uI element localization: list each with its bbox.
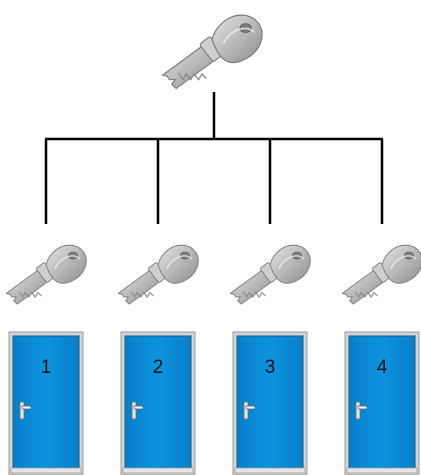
door-number: 1 — [41, 357, 52, 378]
key-icon — [229, 244, 311, 305]
door-3: 3 — [232, 331, 308, 475]
key-icon — [341, 244, 421, 305]
door-2: 2 — [120, 331, 196, 475]
door-handle-icon — [131, 401, 144, 420]
master-key-icon — [161, 14, 263, 90]
door-1: 1 — [8, 331, 84, 475]
door-number: 3 — [265, 357, 276, 378]
door-handle-icon — [19, 401, 32, 420]
door-handle-icon — [355, 401, 368, 420]
connector-tree — [44, 92, 384, 224]
door-4: 4 — [344, 331, 420, 475]
key-icon — [5, 244, 87, 305]
key-icon — [117, 244, 199, 305]
door-number: 4 — [377, 357, 388, 378]
door-handle-icon — [243, 401, 256, 420]
door-number: 2 — [153, 357, 164, 378]
